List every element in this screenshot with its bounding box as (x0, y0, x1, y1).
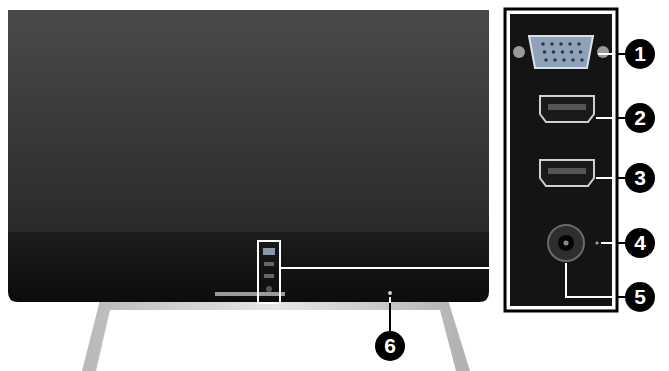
hdmi-port-small (264, 274, 274, 278)
leader-line (280, 267, 505, 269)
vga-pin (543, 50, 547, 54)
indicator-dot (596, 242, 599, 245)
hdmi-contacts (548, 168, 586, 174)
callout-circle (625, 228, 655, 258)
callout-circle (625, 163, 655, 193)
leader-line (617, 53, 626, 55)
callout-circle (625, 103, 655, 133)
port-panel-outline (258, 241, 280, 303)
leader-line (617, 117, 626, 119)
vga-pin (570, 50, 574, 54)
callout-circle (625, 282, 655, 312)
leader-line (598, 53, 612, 55)
vga-pin (553, 58, 557, 62)
leader-line (596, 117, 612, 119)
leader-line (601, 242, 612, 244)
leader-line (389, 297, 391, 331)
monitor-back (8, 10, 489, 232)
vga-pin (571, 58, 575, 62)
callout-number: 2 (625, 103, 655, 133)
callout-circle (375, 331, 405, 361)
callout-number: 6 (375, 331, 405, 361)
hdmi-contacts (548, 104, 586, 110)
power-light (388, 291, 392, 295)
power-jack-pin (564, 241, 569, 246)
power-jack-hole (558, 235, 574, 251)
callout-number: 3 (625, 163, 655, 193)
vga-pin (579, 50, 583, 54)
hdmi-port (540, 160, 594, 186)
callout-number: 5 (625, 282, 655, 312)
callout-number: 1 (625, 39, 655, 69)
vga-port-small (263, 248, 275, 255)
callout-circle (625, 39, 655, 69)
vga-pin (568, 42, 572, 46)
leader-line (617, 242, 626, 244)
inset-frame (505, 9, 617, 311)
stand-neck (215, 292, 285, 296)
callout-number: 4 (625, 228, 655, 258)
vga-screw (513, 46, 525, 58)
leader-line (566, 263, 612, 297)
leader-line (617, 296, 626, 298)
hdmi-port-small (264, 262, 274, 266)
leader-line (617, 177, 626, 179)
hdmi-port (540, 96, 594, 122)
stand (82, 300, 470, 371)
power-jack-small (266, 286, 272, 292)
inset-panel (510, 14, 612, 306)
vga-pin (550, 42, 554, 46)
vga-pin (552, 50, 556, 54)
vga-pin (562, 58, 566, 62)
vga-port (529, 36, 593, 68)
vga-pin (561, 50, 565, 54)
vga-pin (577, 42, 581, 46)
vga-screw (597, 46, 609, 58)
leader-line (389, 303, 391, 331)
power-jack (548, 225, 584, 261)
vga-pin (559, 42, 563, 46)
leader-line (596, 177, 612, 179)
vga-pin (541, 42, 545, 46)
vga-pin (544, 58, 548, 62)
stand-opening (96, 310, 456, 371)
vga-pin (580, 58, 584, 62)
